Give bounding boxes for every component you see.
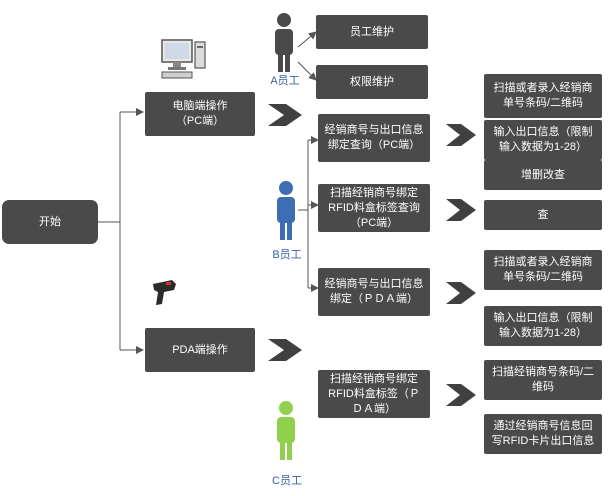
person-b-icon bbox=[277, 181, 295, 240]
pda-operation-title: PDA端操作 bbox=[172, 343, 228, 356]
start-label: 开始 bbox=[39, 215, 61, 228]
computer-icon bbox=[161, 39, 206, 79]
task-label: 扫描经销商号绑定RFID料盒标签（ＰＤＡ端） bbox=[328, 372, 420, 415]
person-c-icon bbox=[277, 401, 295, 460]
task-pc-binding-query: 经销商号与出口信息绑定查询（PC端） bbox=[318, 114, 430, 162]
detail-label: 扫描或者录入经销商单号条码/二维码 bbox=[493, 256, 593, 283]
person-a-icon bbox=[275, 13, 293, 72]
chevron-arrow-pc bbox=[268, 104, 302, 126]
task-pc-rfid-query: 扫描经销商号绑定RFID料盒标签查询（PC端） bbox=[318, 184, 430, 232]
task-label: 经销商号与出口信息绑定查询（PC端） bbox=[324, 124, 424, 151]
detail-crud: 增删改查 bbox=[484, 160, 602, 190]
detail-input-export-info-pda: 输入出口信息（限制输入数据为1-28） bbox=[484, 306, 602, 346]
detail-label: 扫描经销商号条码/二维码 bbox=[491, 366, 595, 393]
task-label: 权限维护 bbox=[350, 75, 394, 88]
person-b-label: B员工 bbox=[272, 249, 302, 261]
chevron-arrow-b2 bbox=[446, 199, 476, 221]
task-employee-maintenance: 员工维护 bbox=[316, 15, 428, 49]
detail-query: 查 bbox=[484, 200, 602, 230]
detail-label: 增删改查 bbox=[521, 168, 565, 181]
pc-operation-subtitle: （PC端） bbox=[175, 115, 225, 127]
detail-label: 输入出口信息（限制输入数据为1-28） bbox=[493, 312, 593, 339]
chevron-arrow-b3 bbox=[446, 282, 476, 304]
detail-scan-dealer-code-pc: 扫描或者录入经销商单号条码/二维码 bbox=[484, 74, 602, 118]
task-pda-binding: 经销商号与出口信息绑定（ＰＤＡ端） bbox=[318, 268, 430, 316]
scanner-icon bbox=[153, 280, 176, 305]
chevron-arrow-b1 bbox=[446, 124, 476, 146]
start-node: 开始 bbox=[2, 200, 98, 244]
task-permission-maintenance: 权限维护 bbox=[316, 65, 428, 99]
task-label: 经销商号与出口信息绑定（ＰＤＡ端） bbox=[324, 278, 424, 305]
chevron-arrow-c1 bbox=[446, 384, 476, 406]
task-pda-rfid-binding: 扫描经销商号绑定RFID料盒标签（ＰＤＡ端） bbox=[318, 370, 430, 418]
chevron-arrow-pda bbox=[268, 339, 302, 361]
pc-operation-title: 电脑端操作 bbox=[172, 100, 228, 112]
detail-scan-dealer-barcode: 扫描经销商号条码/二维码 bbox=[484, 360, 602, 400]
detail-scan-dealer-code-pda: 扫描或者录入经销商单号条码/二维码 bbox=[484, 250, 602, 290]
pda-operation-box: PDA端操作 bbox=[145, 328, 255, 372]
detail-label: 通过经销商号信息回写RFID卡片出口信息 bbox=[491, 420, 595, 447]
task-label: 扫描经销商号绑定RFID料盒标签查询（PC端） bbox=[328, 186, 420, 229]
detail-writeback-rfid: 通过经销商号信息回写RFID卡片出口信息 bbox=[484, 414, 602, 454]
person-c-label: C员工 bbox=[272, 475, 302, 487]
person-a-label: A员工 bbox=[270, 75, 300, 87]
pc-operation-box: 电脑端操作 （PC端） bbox=[145, 92, 255, 136]
detail-label: 扫描或者录入经销商单号条码/二维码 bbox=[493, 82, 593, 109]
detail-input-export-info-pc: 输入出口信息（限制输入数据为1-28） bbox=[484, 120, 602, 160]
detail-label: 查 bbox=[537, 208, 549, 221]
detail-label: 输入出口信息（限制输入数据为1-28） bbox=[493, 126, 593, 153]
task-label: 员工维护 bbox=[350, 25, 394, 38]
